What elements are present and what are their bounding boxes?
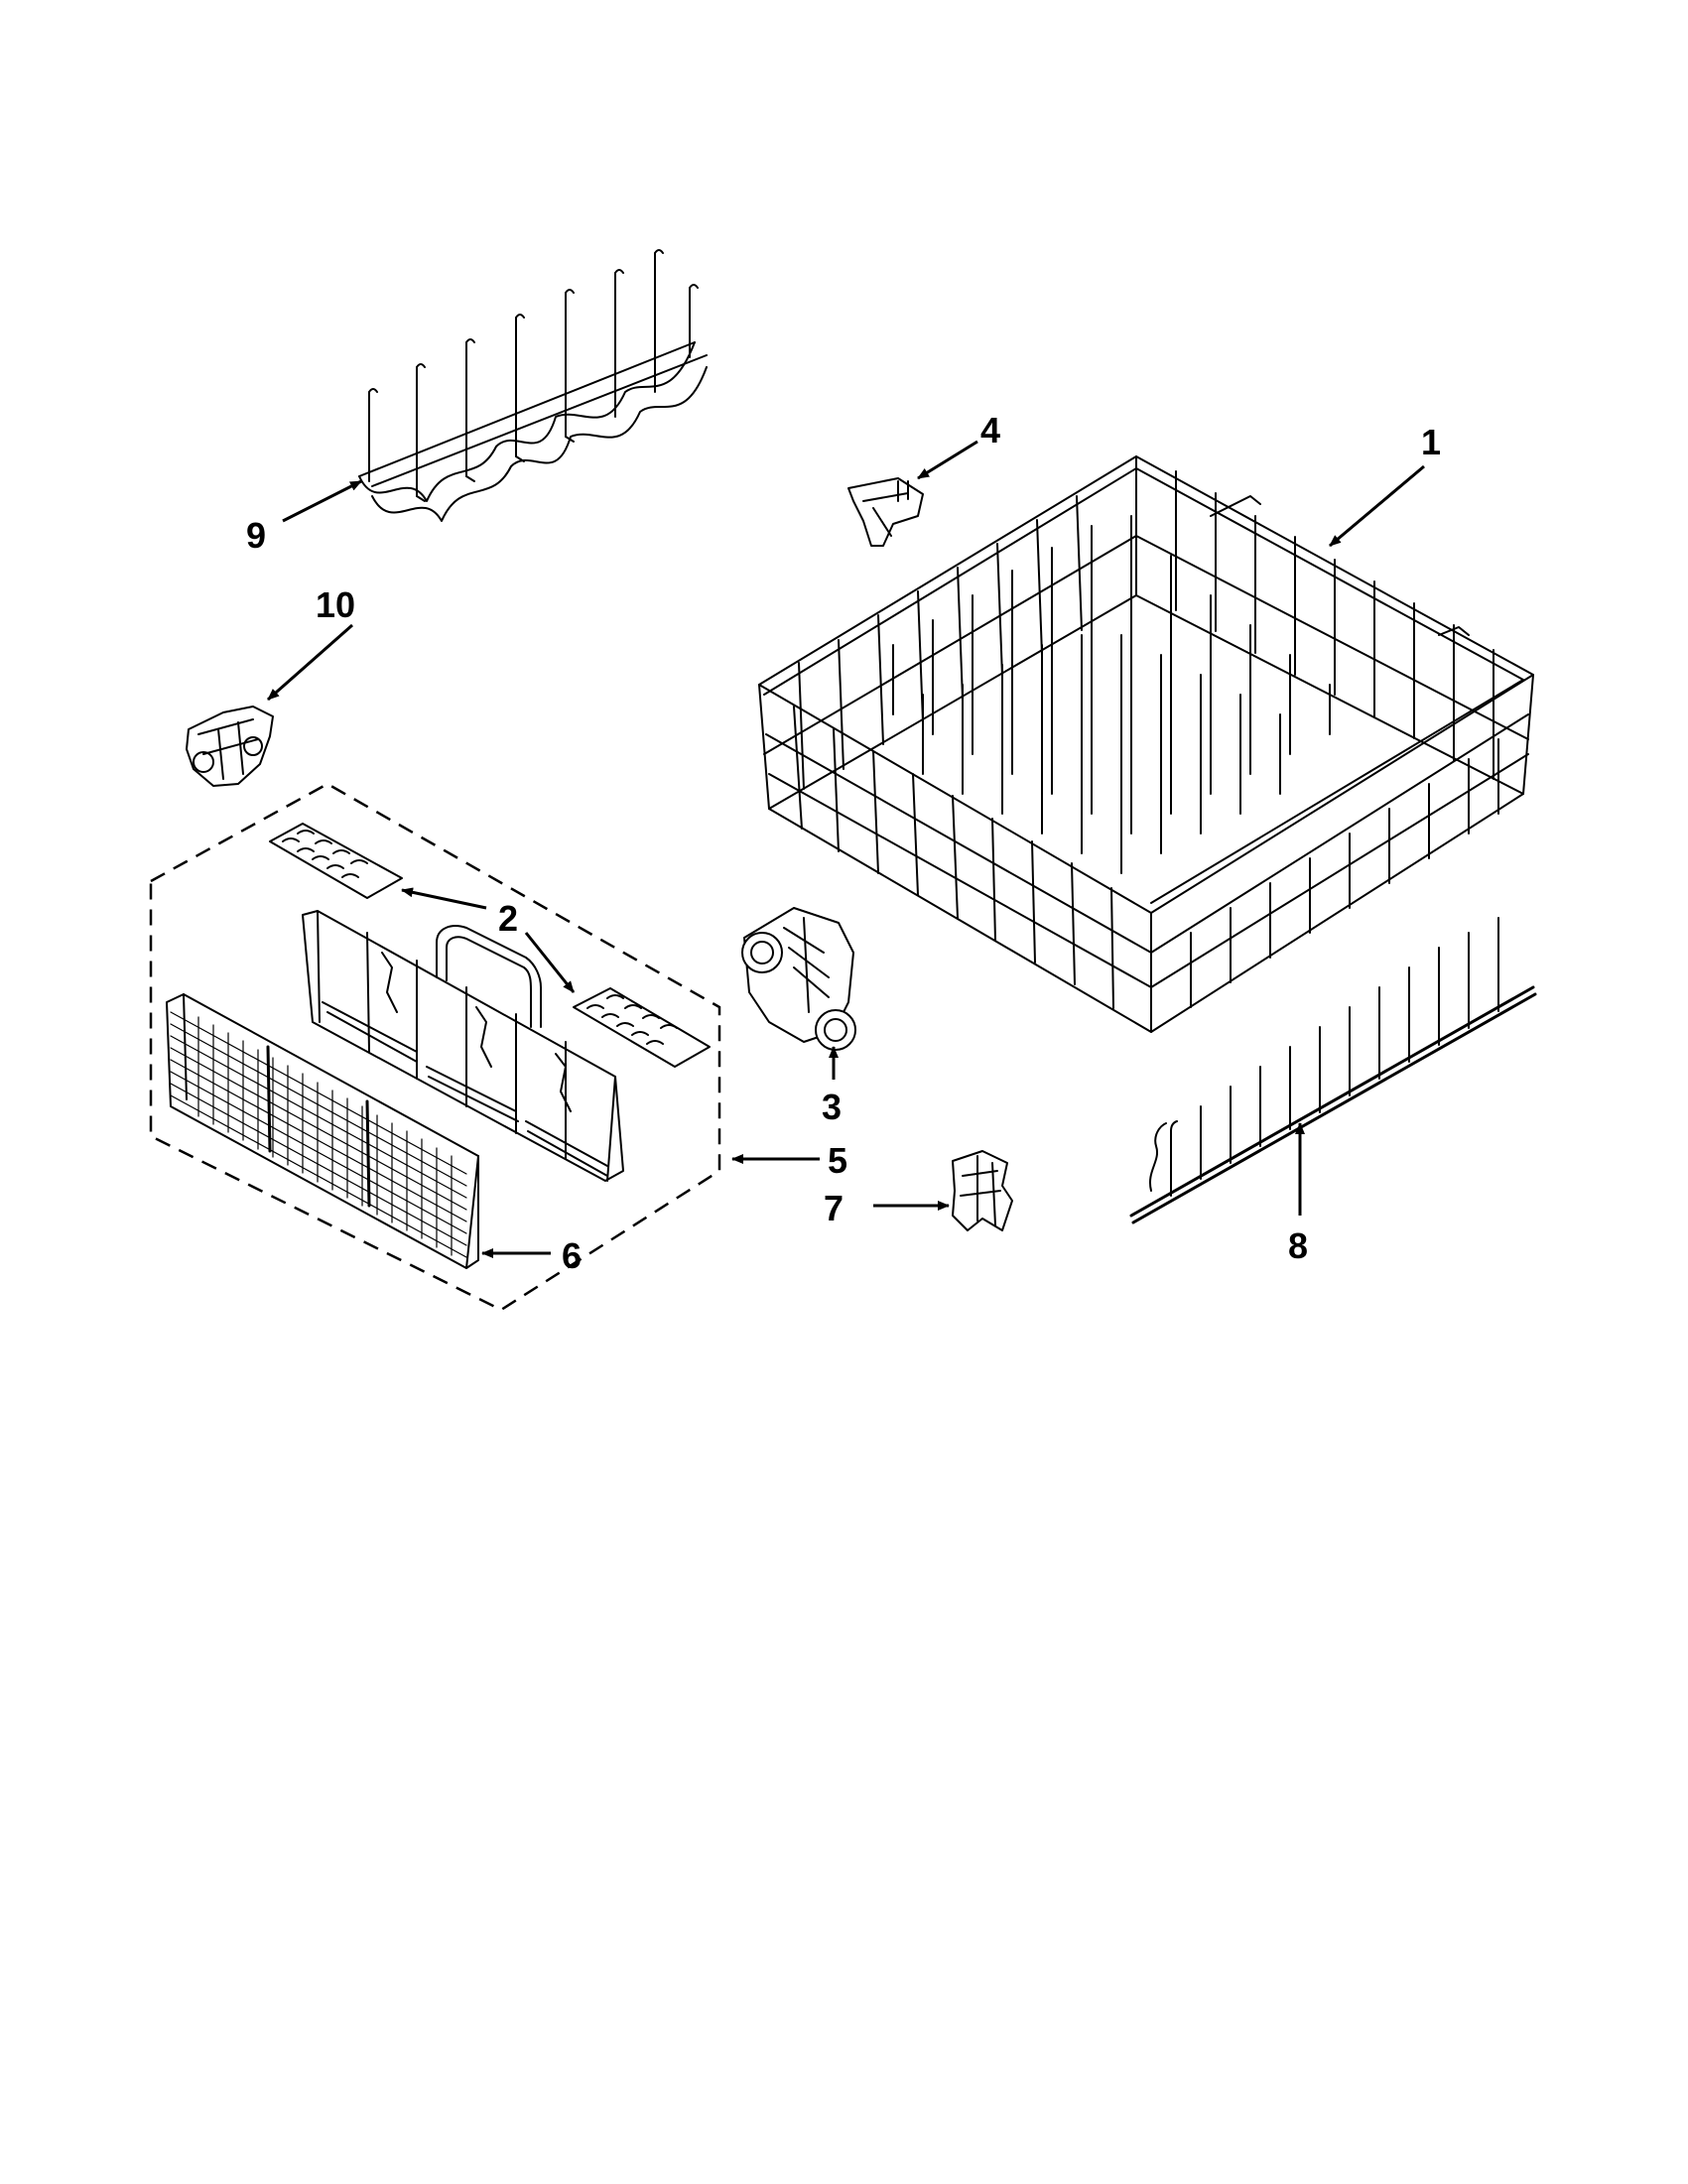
callout-4: 4 xyxy=(980,410,1000,450)
callout-10: 10 xyxy=(316,584,355,625)
part-7-clip xyxy=(952,1150,1013,1231)
leader-2b xyxy=(524,932,576,993)
callout-8: 8 xyxy=(1288,1225,1308,1266)
callout-9: 9 xyxy=(246,515,266,556)
callout-7: 7 xyxy=(824,1188,844,1228)
part-10-rack-roller-clip xyxy=(186,706,274,787)
part-6-basket-front-grid xyxy=(166,993,479,1269)
part-9-cup-shelf xyxy=(358,249,708,522)
leader-9 xyxy=(282,479,362,523)
part-2-basket-cover xyxy=(269,823,711,1068)
leader-10 xyxy=(267,623,353,702)
part-3-rack-roller xyxy=(741,907,856,1051)
silverware-basket-body xyxy=(302,910,624,1182)
callout-5: 5 xyxy=(828,1140,847,1181)
leader-4 xyxy=(917,440,978,480)
leader-2a xyxy=(401,887,487,910)
part-1-lower-rack xyxy=(758,455,1534,1033)
callout-3: 3 xyxy=(822,1087,842,1127)
callout-labels: 1 2 3 4 5 6 7 8 9 10 xyxy=(246,410,1441,1276)
part-8-tine-row xyxy=(1129,917,1537,1224)
callout-1: 1 xyxy=(1421,422,1441,462)
callout-6: 6 xyxy=(562,1235,582,1276)
callout-leaders xyxy=(267,440,1425,1258)
part-4-rack-clip xyxy=(847,477,924,547)
leader-1 xyxy=(1329,464,1425,548)
callout-2: 2 xyxy=(498,898,518,939)
